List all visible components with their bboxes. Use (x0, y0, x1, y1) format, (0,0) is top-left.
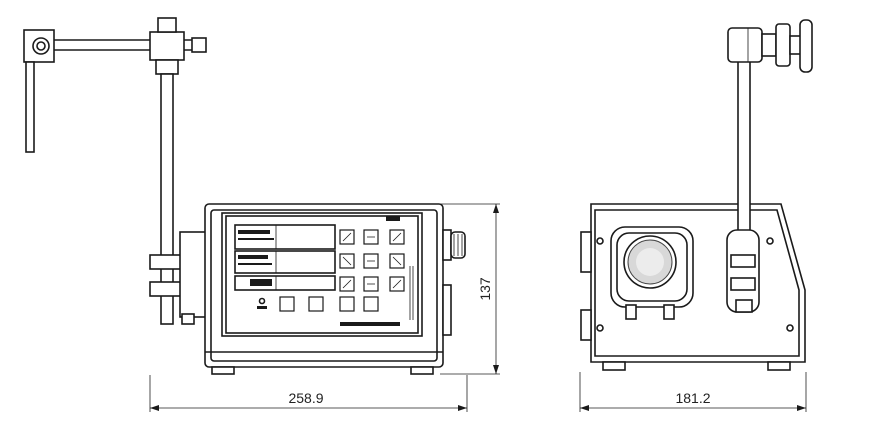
height-dimension-label: 137 (477, 277, 493, 301)
width-dimension-label: 258.9 (288, 390, 323, 406)
depth-dimension-label: 181.2 (675, 390, 710, 406)
display-2 (234, 250, 336, 274)
width-dimension (149, 375, 468, 412)
control-panel (221, 212, 423, 337)
front-view (23, 17, 500, 412)
display-1 (234, 224, 336, 250)
side-top-head (727, 19, 813, 73)
rod-side-clamp (149, 231, 207, 325)
cross-joint-knob (149, 17, 185, 75)
depth-dimension (579, 372, 807, 412)
height-dimension (440, 203, 500, 375)
arm-clamp-left (23, 29, 55, 153)
side-knob (442, 229, 466, 336)
side-view (579, 19, 813, 412)
pump-head (610, 226, 694, 320)
side-rod-clamp (726, 229, 760, 313)
